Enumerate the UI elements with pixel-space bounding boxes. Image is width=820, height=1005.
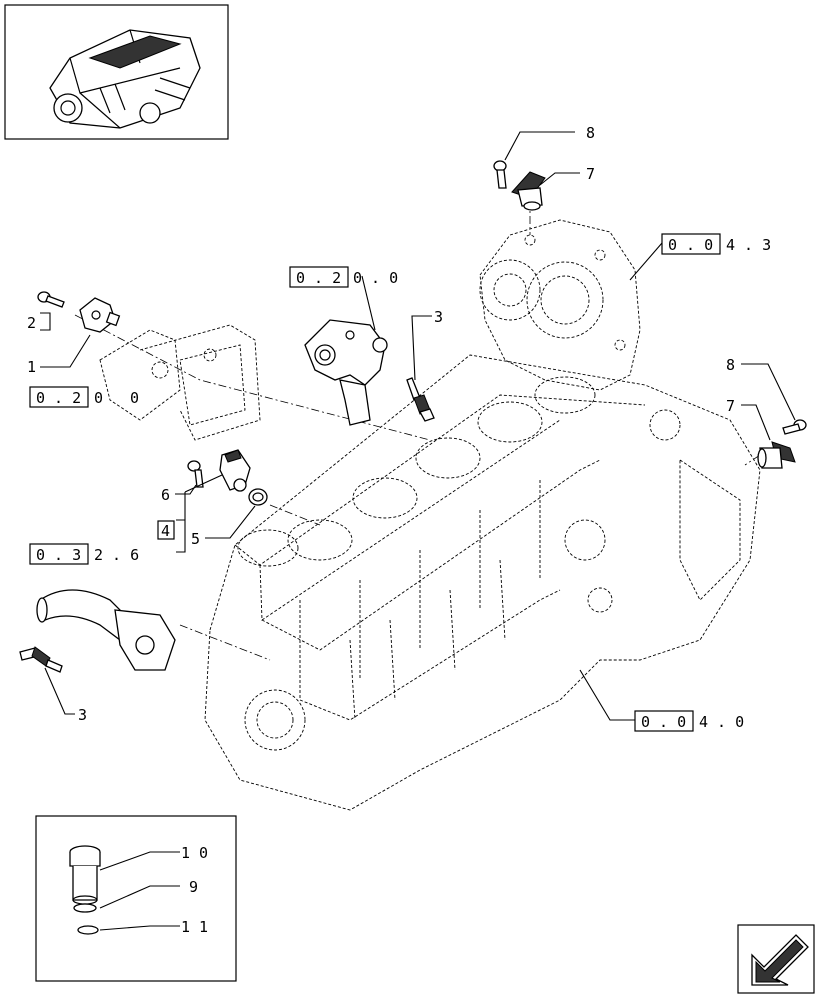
thermostat-housing <box>99 324 261 441</box>
part-8-bolt-right[interactable] <box>782 419 807 435</box>
callout-7-top[interactable]: 7 <box>586 165 595 183</box>
ref-0-04-0-boxed: 0 . 0 <box>641 713 686 731</box>
ref-0-20[interactable]: 0 . 2 0 0 <box>29 386 139 408</box>
ref-0-32-6[interactable]: 0 . 3 2 . 6 <box>29 543 139 565</box>
part-8-bolt-top[interactable] <box>493 160 507 189</box>
part-9-seal-ring[interactable] <box>73 903 97 913</box>
callout-9[interactable]: 9 <box>189 878 198 896</box>
inset-detail: 1 0 9 1 1 <box>35 815 237 982</box>
part-6-bolt[interactable] <box>187 460 204 488</box>
part-4-pressure-sensor[interactable] <box>219 449 251 492</box>
part-7-speed-sensor-top[interactable] <box>511 171 546 211</box>
assembly-line-mid <box>269 504 321 526</box>
ref-0-20-rest: 0 <box>94 389 103 407</box>
ref-0-32-6-boxed: 0 . 3 <box>36 546 81 564</box>
callout-3-upper[interactable]: 3 <box>434 308 443 326</box>
ref-0-32-6-rest: 2 . 6 <box>94 546 139 564</box>
callout-1[interactable]: 1 <box>27 358 36 376</box>
ref-0-20-boxed: 0 . 2 <box>36 389 81 407</box>
callout-8-top[interactable]: 8 <box>586 124 595 142</box>
ref-0-04-3[interactable]: 0 . 0 4 . 3 <box>661 233 771 255</box>
ref-0-20-0-rest: 0 . 0 <box>353 269 398 287</box>
callout-7-right[interactable]: 7 <box>726 397 735 415</box>
assembly-line-low <box>179 624 271 661</box>
callout-5[interactable]: 5 <box>191 530 200 548</box>
engine-thumbnail-icon[interactable] <box>4 4 229 140</box>
part-2-bolt[interactable] <box>37 291 65 308</box>
callout-8-right[interactable]: 8 <box>726 356 735 374</box>
callout-10[interactable]: 1 0 <box>181 844 208 862</box>
ref-0-04-0-rest: 4 . 0 <box>699 713 744 731</box>
part-1-sensor[interactable] <box>79 297 121 333</box>
part-10-plug[interactable] <box>69 845 101 905</box>
flywheel-housing <box>479 219 641 391</box>
ref-0-04-3-rest: 4 . 3 <box>726 236 771 254</box>
ref-0-04-3-boxed: 0 . 0 <box>668 236 713 254</box>
callout-4-box[interactable]: 4 <box>157 520 175 540</box>
part-3-sensor-upper[interactable] <box>406 377 435 422</box>
coolant-pipe <box>36 589 176 671</box>
svg-text:0: 0 <box>130 389 139 407</box>
leader-lines <box>40 131 796 721</box>
ref-0-20-0[interactable]: 0 . 2 0 . 0 <box>289 266 398 288</box>
part-11-seal-ring[interactable] <box>77 925 99 935</box>
callout-11[interactable]: 1 1 <box>181 918 208 936</box>
callout-3-lower[interactable]: 3 <box>78 706 87 724</box>
callout-2[interactable]: 2 <box>27 314 36 332</box>
callout-6[interactable]: 6 <box>161 486 170 504</box>
part-7-speed-sensor-right[interactable] <box>757 441 796 469</box>
part-3-sensor-lower[interactable] <box>19 646 63 673</box>
callouts: 8 7 3 2 1 8 7 6 5 3 <box>27 124 735 724</box>
part-5-seal-ring[interactable] <box>248 488 268 506</box>
ref-0-04-0[interactable]: 0 . 0 4 . 0 <box>634 710 744 732</box>
ref-0-20-0-boxed: 0 . 2 <box>296 269 341 287</box>
next-page-arrow-icon[interactable] <box>737 924 815 994</box>
engine-block <box>204 354 761 811</box>
pump-assembly <box>304 319 388 426</box>
callout-4: 4 <box>161 522 170 540</box>
